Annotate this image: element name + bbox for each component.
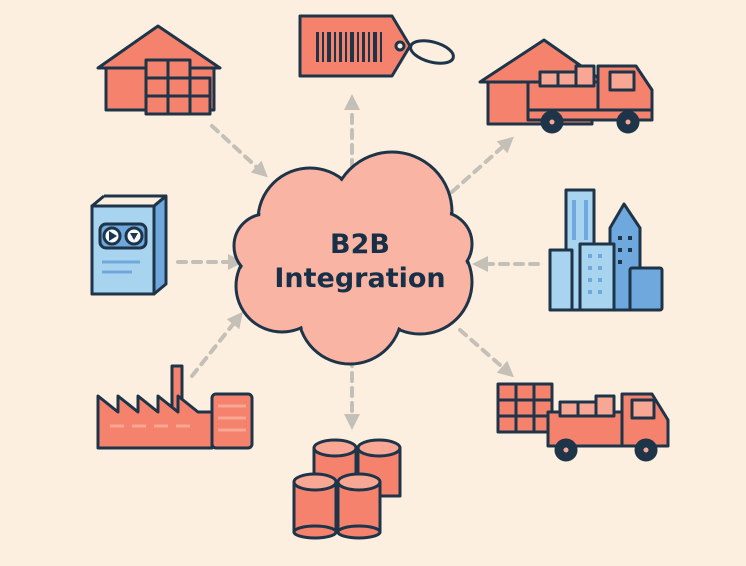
hub-title-line1: B2B: [330, 229, 390, 260]
barcode-tag-icon: [298, 14, 455, 78]
arrow-factory-from-hub: [190, 311, 243, 378]
document-icon: [90, 194, 168, 296]
connector-arrows: [176, 94, 540, 430]
hub-title-line2: Integration: [274, 263, 445, 294]
delivery-truck-icon: [496, 382, 670, 462]
factory-icon: [96, 364, 254, 450]
arrow-warehouse-to-hub: [210, 124, 268, 178]
warehouse-icon: [96, 24, 222, 116]
city-buildings-icon: [548, 188, 664, 312]
barrels-icon: [292, 438, 402, 540]
arrow-hub-to-warehouse-truck: [450, 136, 514, 194]
warehouse-truck-icon: [478, 38, 654, 134]
hub-cloud: B2B Integration: [232, 150, 474, 366]
arrow-hub-to-delivery-truck: [458, 328, 515, 378]
